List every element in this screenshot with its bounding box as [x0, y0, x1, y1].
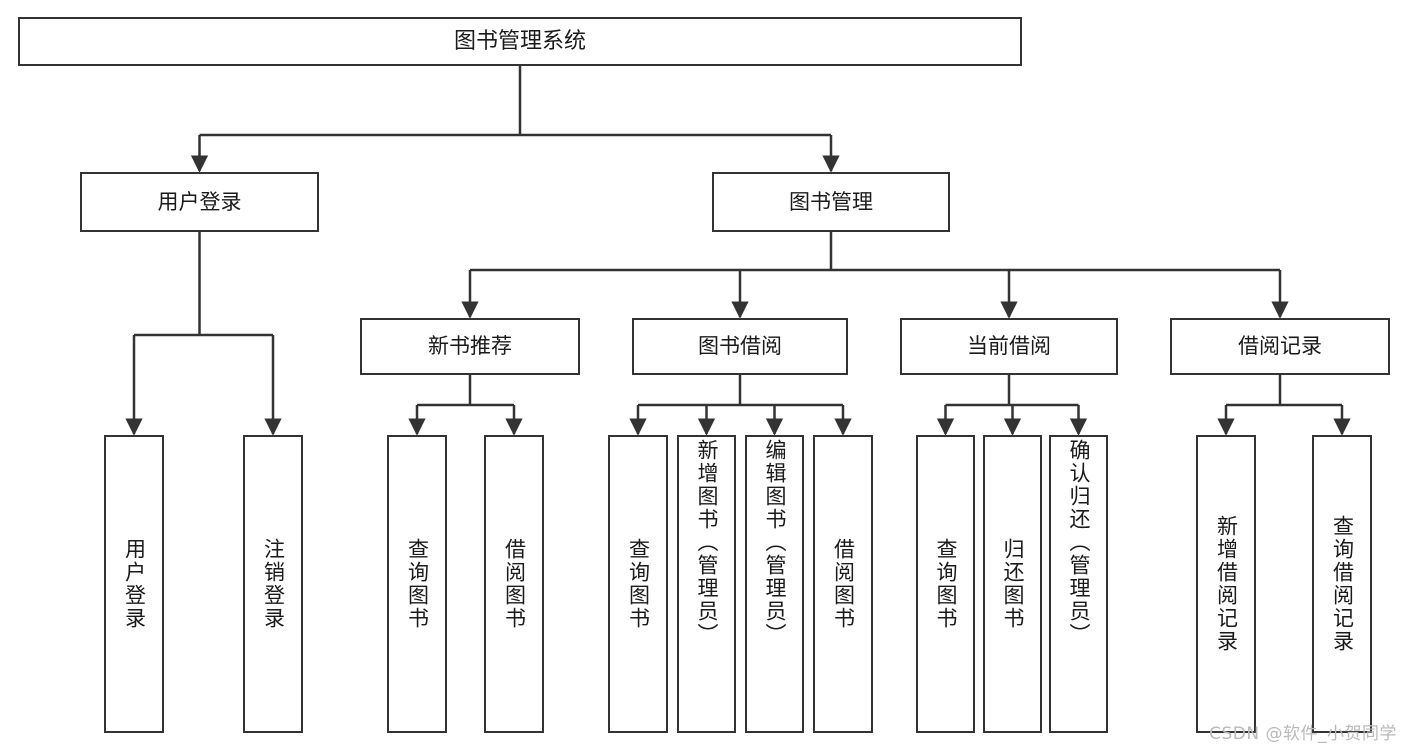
node-leaf-query-book-current[interactable]: 查询图书 [916, 435, 975, 733]
node-book-borrow[interactable]: 图书借阅 [632, 318, 848, 375]
node-leaf-query-book-borrow-label: 查询图书 [626, 538, 651, 630]
node-user-login[interactable]: 用户登录 [80, 172, 319, 232]
node-book-manage-label: 图书管理 [789, 189, 873, 214]
node-leaf-edit-book-admin[interactable]: 编辑图书（管理员） [745, 435, 804, 733]
node-leaf-logout-login-label: 注销登录 [261, 538, 286, 630]
node-leaf-edit-book-admin-label: 编辑图书（管理员） [763, 439, 787, 646]
node-leaf-confirm-return-admin[interactable]: 确认归还（管理员） [1049, 435, 1108, 733]
node-book-manage[interactable]: 图书管理 [712, 172, 950, 232]
node-borrow-record-label: 借阅记录 [1238, 334, 1322, 359]
node-leaf-confirm-return-admin-label: 确认归还（管理员） [1067, 439, 1091, 646]
node-leaf-logout-login[interactable]: 注销登录 [243, 435, 303, 733]
node-leaf-borrow-book-rec[interactable]: 借阅图书 [484, 435, 544, 733]
node-book-borrow-label: 图书借阅 [698, 334, 782, 359]
node-borrow-record[interactable]: 借阅记录 [1170, 318, 1390, 375]
node-leaf-add-borrow-record-label: 新增借阅记录 [1214, 515, 1239, 653]
node-leaf-query-book-current-label: 查询图书 [934, 538, 958, 630]
node-new-book-recommend[interactable]: 新书推荐 [360, 318, 580, 375]
watermark: CSDN @软件_小贺同学 [1209, 724, 1397, 744]
node-leaf-user-login[interactable]: 用户登录 [104, 435, 164, 733]
node-leaf-query-book-rec-label: 查询图书 [405, 538, 430, 630]
node-root[interactable]: 图书管理系统 [18, 17, 1022, 66]
node-leaf-return-book[interactable]: 归还图书 [983, 435, 1042, 733]
node-leaf-add-book-admin[interactable]: 新增图书（管理员） [677, 435, 736, 733]
node-leaf-query-book-rec[interactable]: 查询图书 [387, 435, 447, 733]
node-current-borrow[interactable]: 当前借阅 [900, 318, 1118, 375]
node-leaf-borrow-book[interactable]: 借阅图书 [813, 435, 873, 733]
node-user-login-label: 用户登录 [157, 189, 242, 214]
node-leaf-query-borrow-record[interactable]: 查询借阅记录 [1312, 435, 1372, 733]
node-leaf-add-borrow-record[interactable]: 新增借阅记录 [1196, 435, 1256, 733]
node-new-book-recommend-label: 新书推荐 [428, 334, 512, 359]
node-leaf-borrow-book-rec-label: 借阅图书 [502, 538, 527, 630]
node-leaf-borrow-book-label: 借阅图书 [831, 538, 856, 630]
node-leaf-query-book-borrow[interactable]: 查询图书 [608, 435, 668, 733]
node-leaf-add-book-admin-label: 新增图书（管理员） [695, 439, 719, 646]
node-leaf-user-login-label: 用户登录 [122, 538, 147, 630]
node-root-label: 图书管理系统 [453, 28, 586, 54]
node-current-borrow-label: 当前借阅 [967, 334, 1051, 359]
node-leaf-return-book-label: 归还图书 [1001, 538, 1025, 630]
node-leaf-query-borrow-record-label: 查询借阅记录 [1330, 515, 1355, 653]
